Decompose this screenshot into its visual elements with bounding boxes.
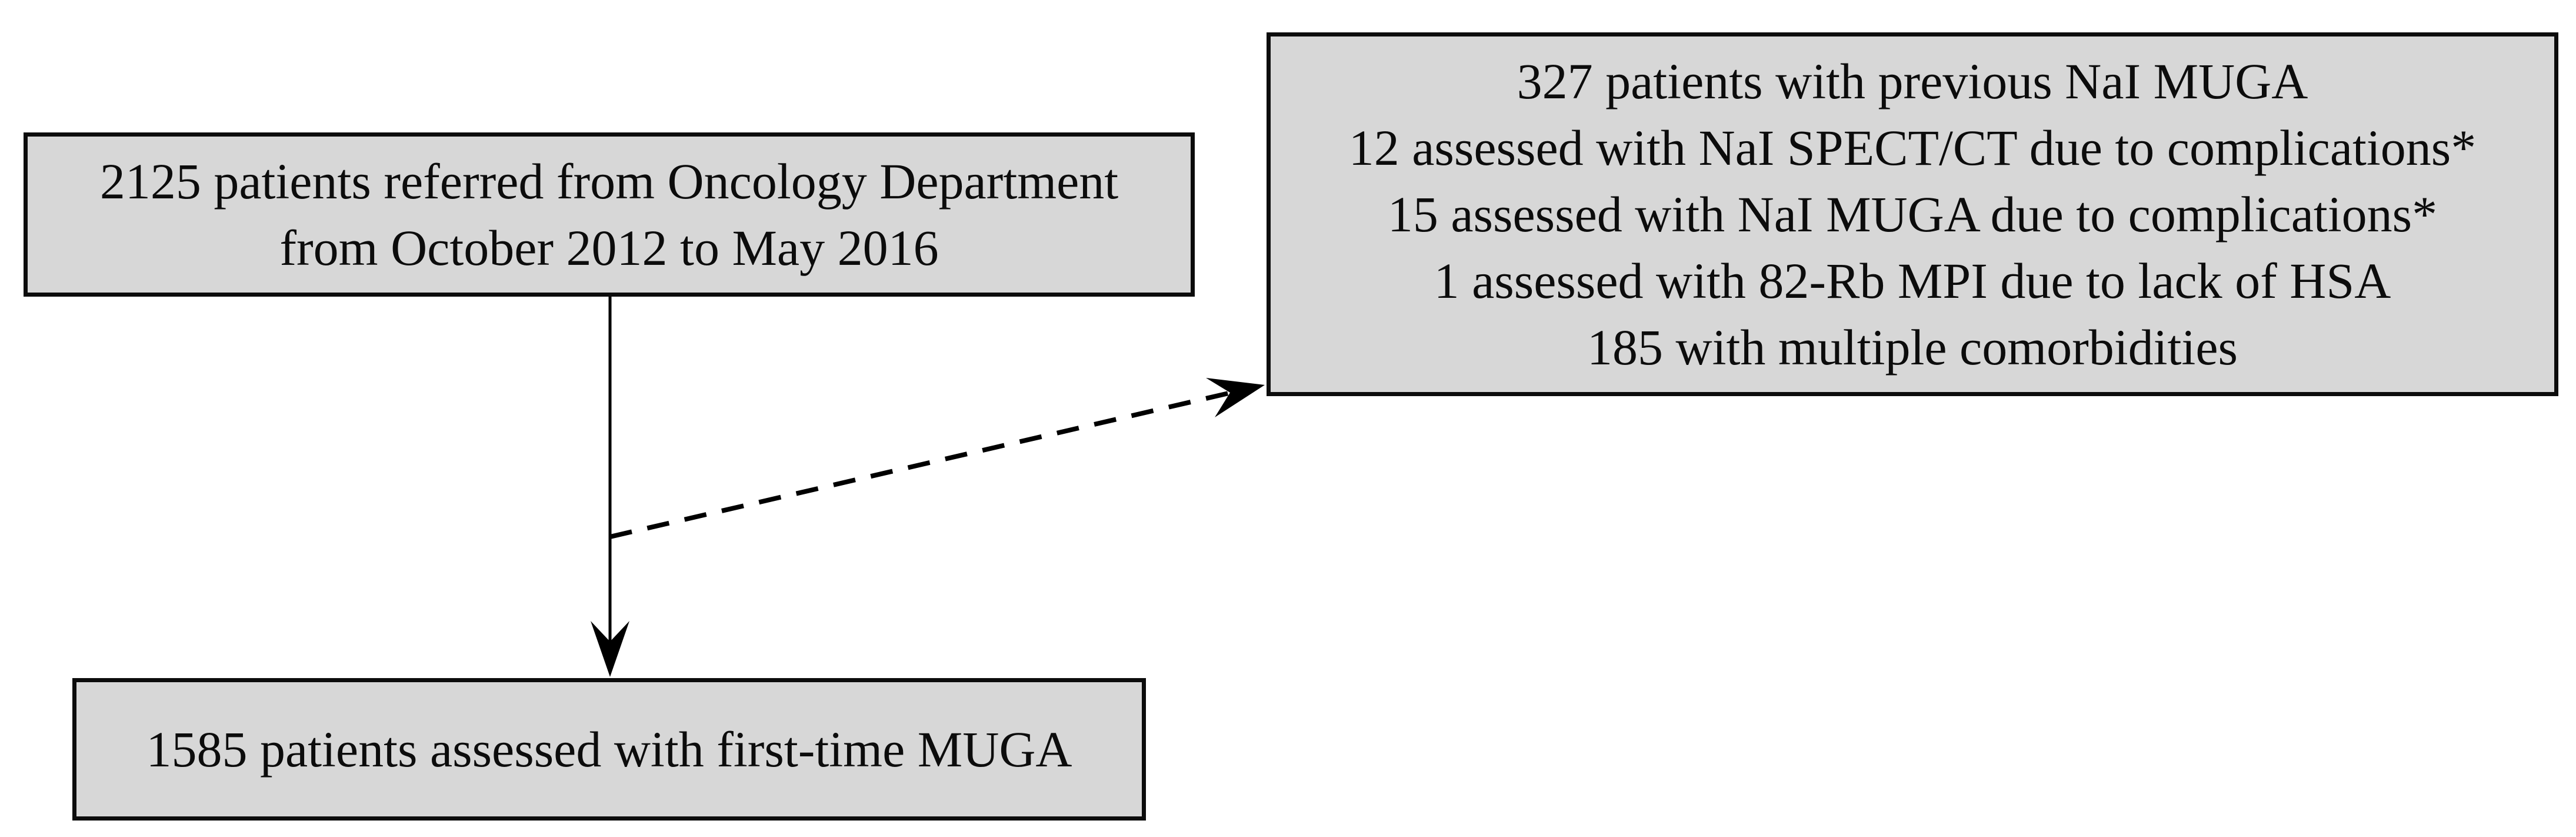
solid-arrow-connector xyxy=(591,297,629,677)
node-text-line: 12 assessed with NaI SPECT/CT due to com… xyxy=(1348,119,2477,176)
node-first-time-muga: 1585 patients assessed with first-time M… xyxy=(72,678,1146,821)
node-text-line: from October 2012 to May 2016 xyxy=(279,219,939,276)
node-text-line: 327 patients with previous NaI MUGA xyxy=(1517,52,2308,109)
node-text-line: 1 assessed with 82-Rb MPI due to lack of… xyxy=(1434,252,2391,309)
node-referred-patients: 2125 patients referred from Oncology Dep… xyxy=(24,132,1195,297)
dashed-arrow-connector xyxy=(609,378,1265,539)
node-text-line: 2125 patients referred from Oncology Dep… xyxy=(99,152,1119,210)
node-text-line: 1585 patients assessed with first-time M… xyxy=(146,720,1072,778)
arrowhead-down-icon xyxy=(591,621,629,677)
node-text-line: 185 with multiple comorbidities xyxy=(1587,318,2238,376)
node-excluded-patients: 327 patients with previous NaI MUGA 12 a… xyxy=(1267,32,2558,396)
arrowhead-right-icon xyxy=(1206,378,1265,417)
node-text-line: 15 assessed with NaI MUGA due to complic… xyxy=(1387,185,2438,243)
